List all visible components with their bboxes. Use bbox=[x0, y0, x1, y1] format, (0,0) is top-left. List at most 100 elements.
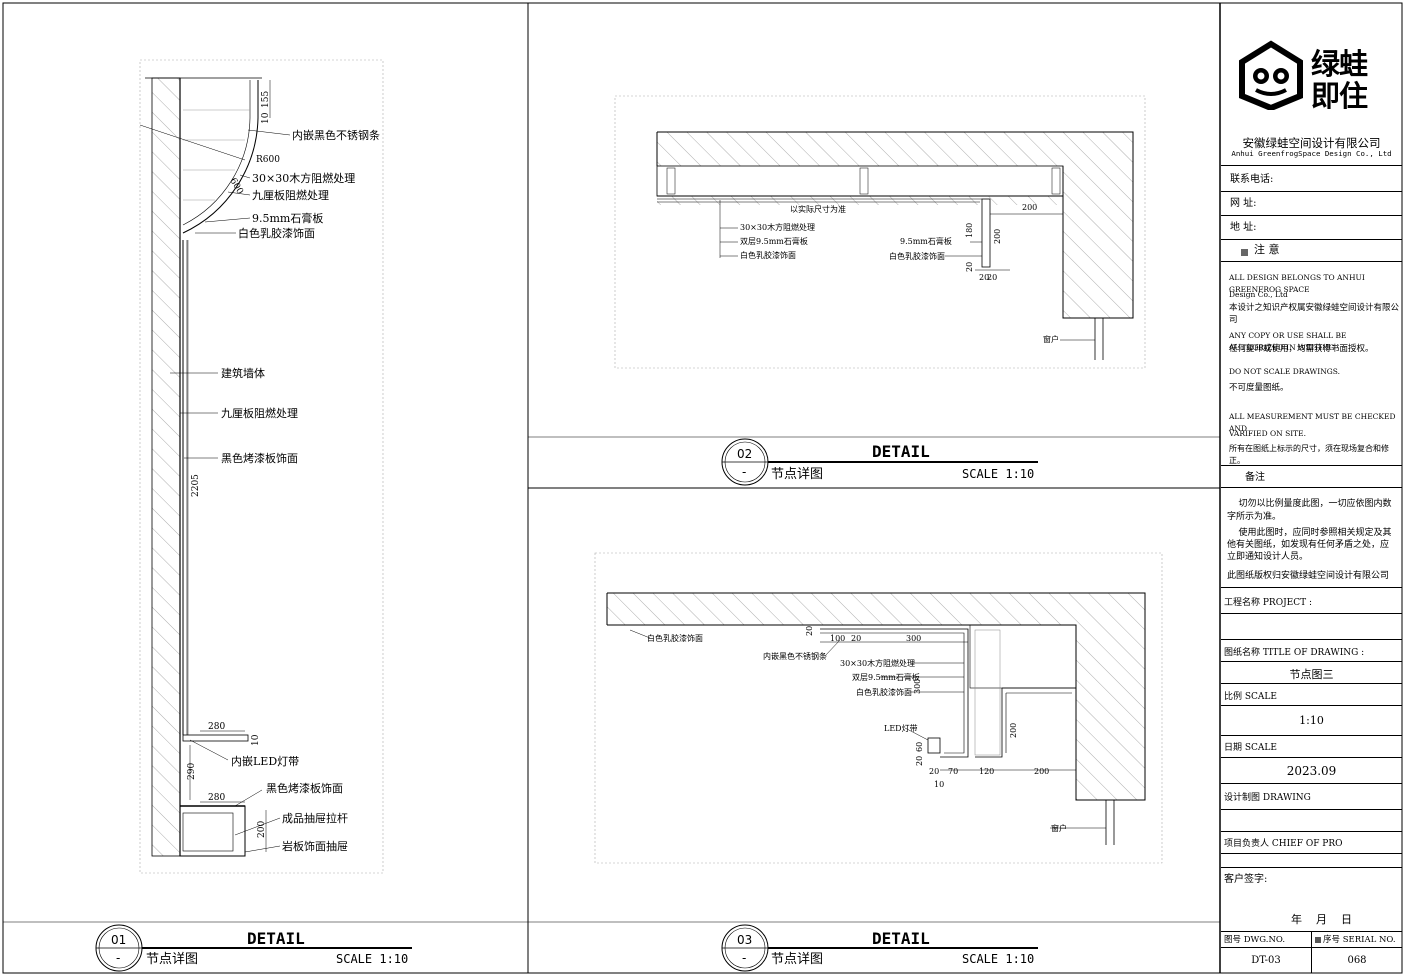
d3-label-3: 30×30木方阻燃处理 bbox=[840, 658, 915, 668]
d2-label-4: 白色乳胶漆饰面 bbox=[740, 250, 796, 260]
d2-label-5: 9.5mm石膏板 bbox=[900, 236, 952, 246]
d1-scale: SCALE 1:10 bbox=[336, 952, 408, 966]
client-signature-label: 客户签字: bbox=[1224, 874, 1268, 885]
date-label: 日期 SCALE bbox=[1224, 743, 1277, 753]
drawing-by-label: 设计制图 DRAWING bbox=[1224, 793, 1311, 803]
d2-label-6: 白色乳胶漆饰面 bbox=[889, 251, 945, 261]
d2-label-2: 30×30木方阻燃处理 bbox=[740, 222, 815, 232]
d1-dim-10: 200 bbox=[257, 821, 267, 838]
d1-label-3: 九厘板阻燃处理 bbox=[252, 188, 329, 202]
notice-line-6: 任何复印或使用，均需获得书面授权。 bbox=[1229, 344, 1374, 354]
phone-label: 联系电话: bbox=[1230, 174, 1274, 185]
notice-line-11: ALL MEASUREMENT MUST BE CHECKED AND bbox=[1229, 412, 1396, 433]
d1-subtitle: 节点详图 bbox=[146, 952, 198, 967]
d3-label-6: LED灯带 bbox=[884, 723, 918, 733]
d3-number: 03 bbox=[737, 933, 752, 947]
d3-dash: - bbox=[742, 951, 746, 965]
address-label: 地 址: bbox=[1230, 222, 1257, 233]
notice-section: ALL DESIGN BELONGS TO ANHUI GREENFROG SP… bbox=[1221, 262, 1402, 466]
notice-line-13: 所有在图纸上标示的尺寸，须在现场复合和修正。 bbox=[1229, 444, 1389, 465]
date-value: 2023.09 bbox=[1286, 764, 1337, 778]
drawing-title-value: 节点图三 bbox=[1289, 668, 1334, 681]
d1-label-9: 内嵌LED灯带 bbox=[231, 754, 299, 768]
d1-label-12: 岩板饰面抽屉 bbox=[282, 839, 348, 853]
d2-subtitle: 节点详图 bbox=[771, 467, 823, 482]
d2-dim-5: 20 bbox=[979, 273, 989, 282]
d2-title: DETAIL bbox=[872, 442, 930, 461]
d3-dim-6: 200 bbox=[1009, 723, 1018, 738]
d3-dim-13: 10 bbox=[934, 780, 944, 789]
d3-scale: SCALE 1:10 bbox=[962, 952, 1034, 966]
d1-dim-7: 10 bbox=[251, 734, 261, 746]
d2-number: 02 bbox=[737, 447, 752, 461]
brand-name: 绿蛙即住 bbox=[1311, 47, 1368, 113]
d1-label-4: 9.5mm石膏板 bbox=[252, 211, 323, 225]
d1-dim-1: 155 bbox=[261, 91, 271, 108]
remarks-line-3: 使用此图时，应同时参照相关规定及其 bbox=[1227, 528, 1392, 538]
serial-square-icon bbox=[1315, 937, 1321, 943]
table-divider bbox=[1311, 932, 1312, 973]
d2-dim-4: 20 bbox=[965, 262, 974, 272]
d3-label-2: 内嵌黑色不锈钢条 bbox=[763, 651, 827, 661]
drawing-title-label: 图纸名称 TITLE OF DRAWING : bbox=[1224, 648, 1365, 658]
company-name-en: Anhui GreenfrogSpace Design Co., Ltd bbox=[1231, 149, 1392, 158]
notice-square-icon bbox=[1241, 249, 1248, 256]
d1-number: 01 bbox=[111, 933, 126, 947]
d1-dim-2: 10 bbox=[261, 112, 271, 124]
d3-dim-5: 300 bbox=[913, 679, 922, 694]
d3-subtitle: 节点详图 bbox=[771, 952, 823, 967]
d2-dash: - bbox=[742, 465, 746, 479]
d1-label-8: 黑色烤漆板饰面 bbox=[221, 451, 298, 465]
detail-03-drawing bbox=[594, 552, 1163, 864]
d3-dim-1: 20 bbox=[805, 626, 814, 636]
title-block-panel: 绿蛙即住 安徽绿蛙空间设计有限公司 Anhui GreenfrogSpace D… bbox=[1221, 4, 1402, 973]
d3-label-7: 窗户 bbox=[1051, 823, 1067, 833]
remarks-line-1: 切勿以比例量度此图，一切应依图内数 bbox=[1227, 499, 1392, 509]
d1-label-7: 九厘板阻燃处理 bbox=[221, 406, 298, 420]
dwg-no-value: DT-03 bbox=[1251, 955, 1281, 966]
company-name-cn: 安徽绿蛙空间设计有限公司 bbox=[1242, 136, 1381, 150]
date-ymd: 年 月 日 bbox=[1291, 913, 1352, 926]
d1-dim-8: 290 bbox=[187, 763, 197, 780]
d3-dim-3: 20 bbox=[851, 634, 861, 643]
scale-value: 1:10 bbox=[1299, 714, 1324, 727]
scale-label: 比例 SCALE bbox=[1224, 692, 1277, 702]
detail-03-title-block bbox=[721, 924, 1038, 972]
remarks-line-6: 此图纸版权归安徽绿蛙空间设计有限公司 bbox=[1227, 571, 1390, 581]
d3-dim-4: 300 bbox=[906, 634, 921, 643]
notice-line-9: 不可度量图纸。 bbox=[1229, 383, 1289, 393]
d1-label-5: 白色乳胶漆饰面 bbox=[238, 226, 315, 240]
d3-dim-11: 120 bbox=[979, 767, 994, 776]
d3-dim-8: 20 bbox=[915, 756, 924, 766]
d2-label-7: 窗户 bbox=[1043, 334, 1059, 344]
d3-dim-12: 200 bbox=[1034, 767, 1049, 776]
d3-dim-10: 70 bbox=[948, 767, 958, 776]
d1-dim-6: 280 bbox=[208, 722, 225, 732]
remarks-line-2: 字所示为准。 bbox=[1227, 512, 1282, 522]
d1-dim-3: R600 bbox=[256, 155, 280, 165]
serial-no-value: 068 bbox=[1347, 955, 1367, 966]
d2-label-3: 双层9.5mm石膏板 bbox=[740, 236, 808, 246]
project-value-row bbox=[1221, 614, 1402, 640]
d1-label-2: 30×30木方阻燃处理 bbox=[252, 171, 355, 185]
serial-no-label: 序号 SERIAL NO. bbox=[1323, 935, 1396, 945]
chief-value-row bbox=[1221, 854, 1402, 868]
remarks-label: 备注 bbox=[1245, 472, 1265, 483]
d3-dim-9: 20 bbox=[929, 767, 939, 776]
d3-dim-2: 100 bbox=[830, 634, 845, 643]
d1-dim-4: 600 bbox=[227, 177, 244, 197]
d1-label-10: 黑色烤漆板饰面 bbox=[266, 781, 343, 795]
remarks-line-5: 立即通知设计人员。 bbox=[1227, 552, 1309, 562]
web-label: 网 址: bbox=[1230, 198, 1257, 209]
notice-label: 注 意 bbox=[1254, 243, 1280, 256]
d2-scale: SCALE 1:10 bbox=[962, 467, 1034, 481]
notice-line-1: ALL DESIGN BELONGS TO ANHUI GREENFROG SP… bbox=[1229, 273, 1365, 294]
drawing-by-value-row bbox=[1221, 810, 1402, 832]
chief-label: 项目负责人 CHIEF OF PRO bbox=[1224, 839, 1343, 849]
d3-label-4: 双层9.5mm石膏板 bbox=[852, 672, 920, 682]
d1-label-11: 成品抽屉拉杆 bbox=[282, 811, 348, 825]
dwg-no-label: 图号 DWG.NO. bbox=[1224, 935, 1286, 945]
d2-label-1: 以实际尺寸为准 bbox=[790, 204, 846, 214]
remarks-section: 切勿以比例量度此图，一切应依图内数 字所示为准。 使用此图时，应同时参照相关规定… bbox=[1221, 488, 1402, 588]
notice-line-5: ANY COPY OR USE SHALL BE AUTHORIZED IN W… bbox=[1229, 331, 1347, 352]
